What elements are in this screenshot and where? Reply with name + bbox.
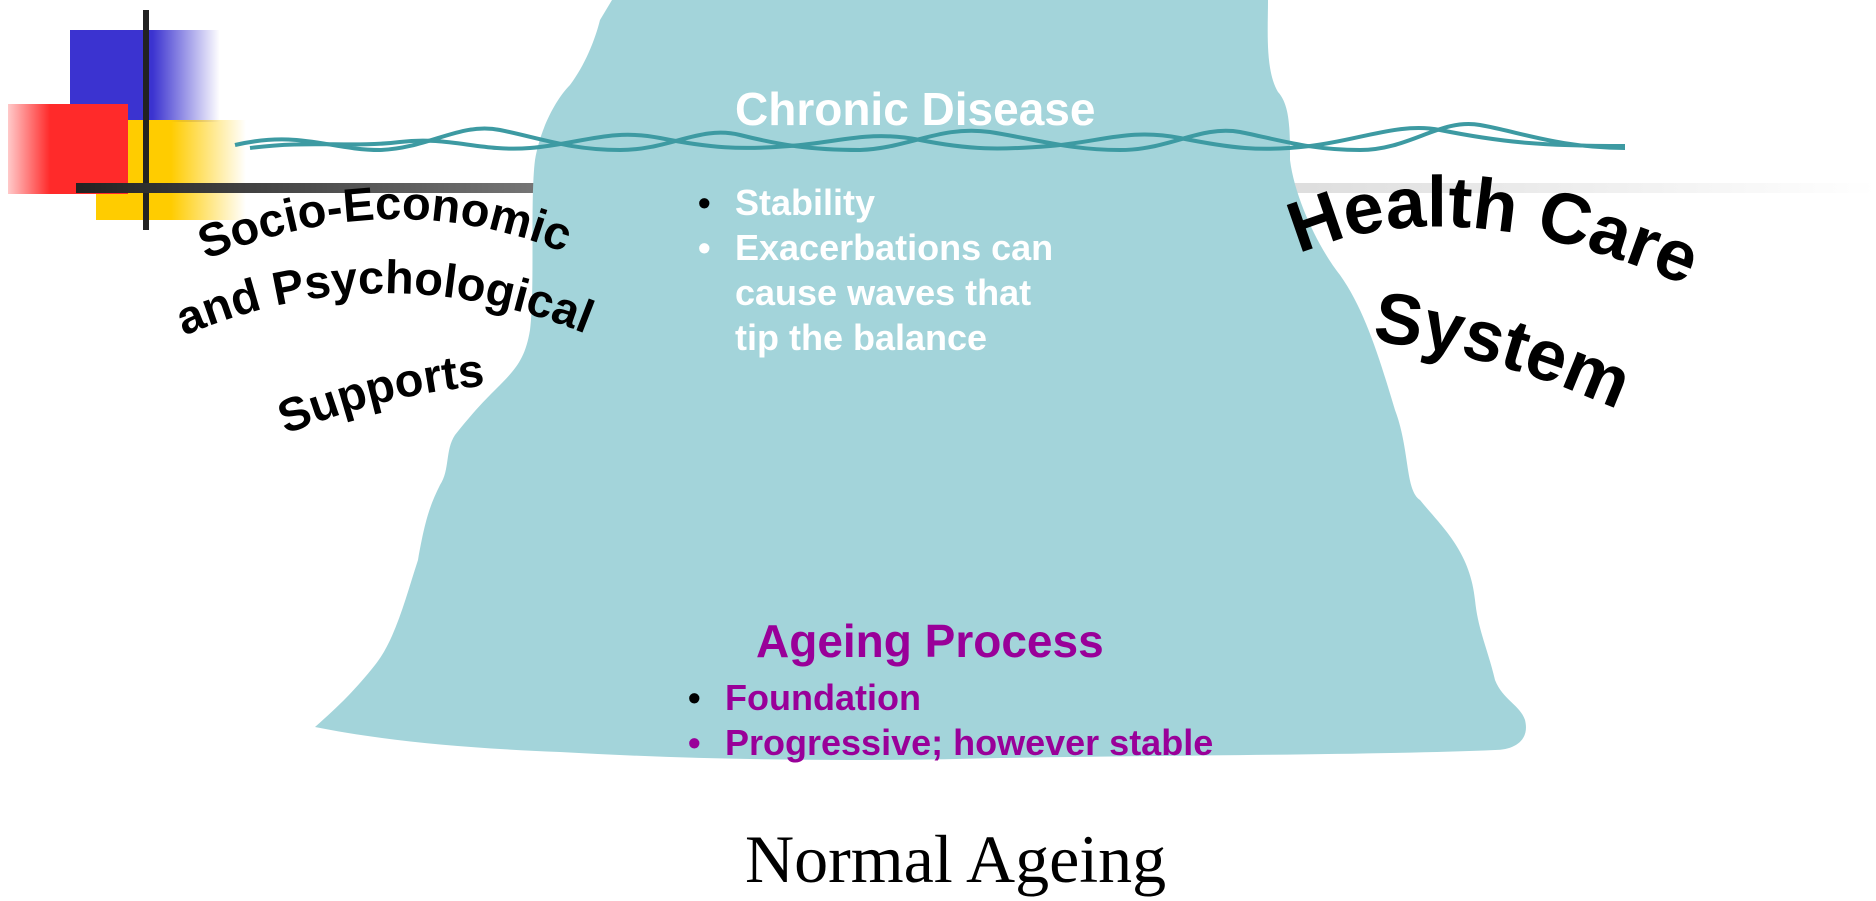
bullet-dot: • <box>688 675 701 720</box>
slide-title: Normal Ageing <box>745 820 1225 899</box>
left-label-line-3: Supports <box>270 343 486 444</box>
chronic-disease-title: Chronic Disease <box>735 82 1135 136</box>
corner-vertical-line <box>143 10 149 230</box>
ageing-process-bullets: • Foundation • Progressive; however stab… <box>688 675 1288 765</box>
ageing-bullet-text: Foundation <box>725 677 921 718</box>
chronic-bullet-text-line: cause waves that <box>735 272 1031 313</box>
chronic-bullet-item: • Stability <box>698 180 1138 225</box>
chronic-disease-bullets: • Stability • Exacerbations can cause wa… <box>698 180 1138 360</box>
ageing-bullet-text: Progressive; however stable <box>725 722 1213 763</box>
bullet-dot: • <box>688 720 701 765</box>
chronic-bullet-item: • Exacerbations can cause waves that tip… <box>698 225 1138 360</box>
chronic-bullet-text-line: Exacerbations can <box>735 227 1053 268</box>
ageing-process-title: Ageing Process <box>756 614 1176 668</box>
chronic-bullet-text-line: tip the balance <box>735 317 987 358</box>
bullet-dot: • <box>698 180 711 225</box>
bullet-dot: • <box>698 225 711 270</box>
ageing-bullet-item: • Foundation <box>688 675 1288 720</box>
chronic-bullet-text: Stability <box>735 182 875 223</box>
right-label-line-2: System <box>1370 277 1642 424</box>
ageing-bullet-item: • Progressive; however stable <box>688 720 1288 765</box>
corner-red-square <box>8 104 128 194</box>
